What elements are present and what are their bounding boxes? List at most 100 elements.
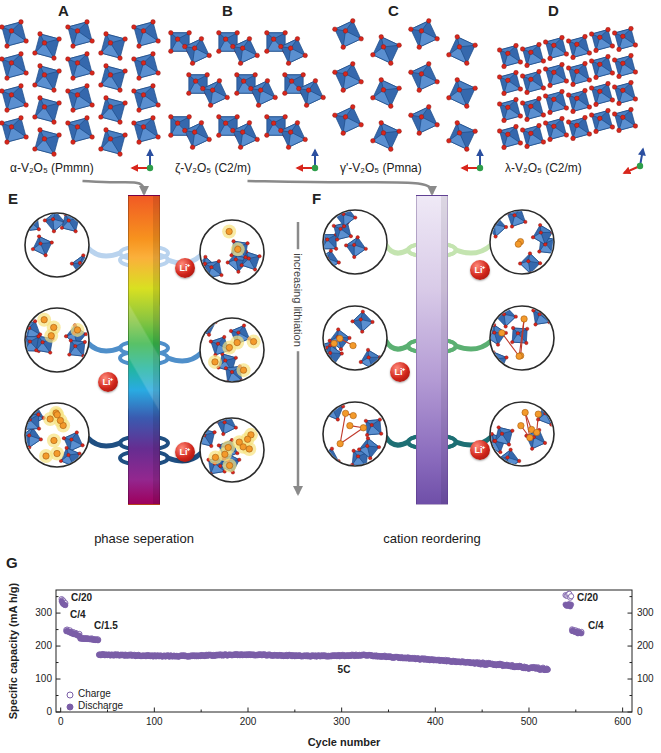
crystal-structure — [0, 19, 643, 173]
oxygen-atom — [23, 413, 26, 416]
oxygen-atom — [525, 117, 530, 122]
axis-tick — [630, 662, 633, 663]
oxygen-atom — [564, 79, 569, 84]
oxygen-atom — [509, 448, 512, 451]
oxygen-atom — [380, 432, 383, 435]
oxygen-atom — [598, 62, 603, 67]
oxygen-atom — [543, 40, 548, 45]
inset-outline — [490, 402, 554, 466]
polyhedron-face — [171, 33, 189, 39]
oxygen-atom — [66, 57, 71, 62]
oxygen-atom — [524, 220, 527, 223]
oxygen-atom — [381, 45, 386, 50]
oxygen-atom — [366, 437, 369, 440]
polyhedron-face — [500, 127, 521, 148]
li-atom — [350, 412, 356, 418]
oxygen-atom — [39, 242, 42, 245]
oxygen-atom — [502, 145, 507, 150]
oxygen-atom — [207, 333, 210, 336]
oxygen-atom — [85, 20, 90, 25]
oxygen-atom — [90, 71, 95, 76]
oxygen-atom — [349, 235, 352, 238]
oxygen-atom — [484, 224, 487, 227]
oxygen-atom — [241, 79, 246, 84]
li-atom — [534, 429, 540, 435]
oxygen-atom — [594, 48, 599, 53]
oxygen-atom — [610, 44, 615, 49]
oxygen-atom — [538, 250, 541, 253]
oxygen-atom — [329, 249, 332, 252]
oxygen-atom — [187, 73, 192, 78]
lithiation-view — [19, 205, 558, 494]
oxygen-atom — [473, 86, 478, 91]
oxygen-atom — [457, 131, 462, 136]
oxygen-atom — [328, 351, 331, 354]
li-bond — [525, 413, 530, 438]
polyhedron-face — [546, 119, 567, 140]
oxygen-atom — [57, 37, 62, 42]
polyhedron-face — [73, 127, 92, 142]
oxygen-atom — [598, 116, 603, 121]
oxygen-atom — [23, 411, 26, 414]
li-atom — [57, 417, 63, 423]
oxygen-atom — [610, 125, 615, 130]
oxygen-atom — [455, 121, 460, 126]
oxygen-atom — [378, 418, 381, 421]
polyhedron-face — [205, 261, 222, 278]
structure-inset — [25, 308, 89, 372]
charge-point — [59, 591, 584, 672]
oxygen-atom — [629, 107, 634, 112]
oxygen-atom — [38, 96, 43, 101]
structure-inset — [20, 308, 89, 372]
charge-point — [95, 637, 100, 642]
axis-tick — [630, 695, 633, 696]
oxygen-atom — [151, 52, 156, 57]
li-atom — [225, 444, 231, 450]
oxygen-atom — [205, 73, 210, 78]
structure-inset — [490, 402, 554, 466]
oxygen-atom — [409, 70, 414, 75]
oxygen-atom — [199, 120, 204, 125]
polyhedron-face — [359, 438, 379, 458]
oxygen-atom — [52, 152, 57, 157]
oxygen-atom — [187, 91, 192, 96]
structure-inset — [485, 305, 552, 372]
oxygen-atom — [67, 219, 70, 222]
oxygen-atom — [525, 341, 528, 344]
oxygen-atom — [52, 56, 57, 61]
oxygen-atom — [57, 69, 62, 74]
oxygen-atom — [518, 459, 521, 462]
oxygen-atom — [518, 114, 523, 119]
oxygen-atom — [610, 98, 615, 103]
polyhedron-face — [101, 66, 125, 90]
axis-tick — [575, 710, 576, 713]
oxygen-atom — [156, 135, 161, 140]
oxygen-atom — [326, 238, 329, 241]
oxygen-atom — [99, 83, 104, 88]
oxygen-atom — [552, 124, 557, 129]
oxygen-atom — [5, 76, 10, 81]
axis-tick — [435, 708, 436, 713]
oxygen-atom — [156, 103, 161, 108]
oxygen-atom — [500, 432, 503, 435]
oxygen-atom — [520, 101, 525, 106]
oxygen-atom — [20, 325, 23, 328]
oxygen-atom — [82, 254, 85, 257]
oxygen-atom — [224, 366, 227, 369]
polyhedron-face — [411, 21, 437, 47]
polyhedron-face — [500, 46, 521, 67]
oxygen-atom — [42, 73, 47, 78]
oxygen-atom — [182, 128, 187, 133]
oxygen-atom — [539, 231, 542, 234]
oxygen-atom — [621, 34, 626, 39]
oxygen-atom — [367, 356, 370, 359]
polyhedron-face — [569, 64, 590, 85]
oxygen-atom — [207, 137, 212, 142]
connecting-ring — [386, 341, 408, 349]
axis-tick — [622, 708, 623, 713]
oxygen-atom — [587, 78, 592, 83]
oxygen-atom — [232, 240, 235, 243]
oxygen-atom — [75, 125, 80, 130]
polyhedron-face — [488, 352, 507, 371]
polyhedron-face — [500, 73, 521, 94]
